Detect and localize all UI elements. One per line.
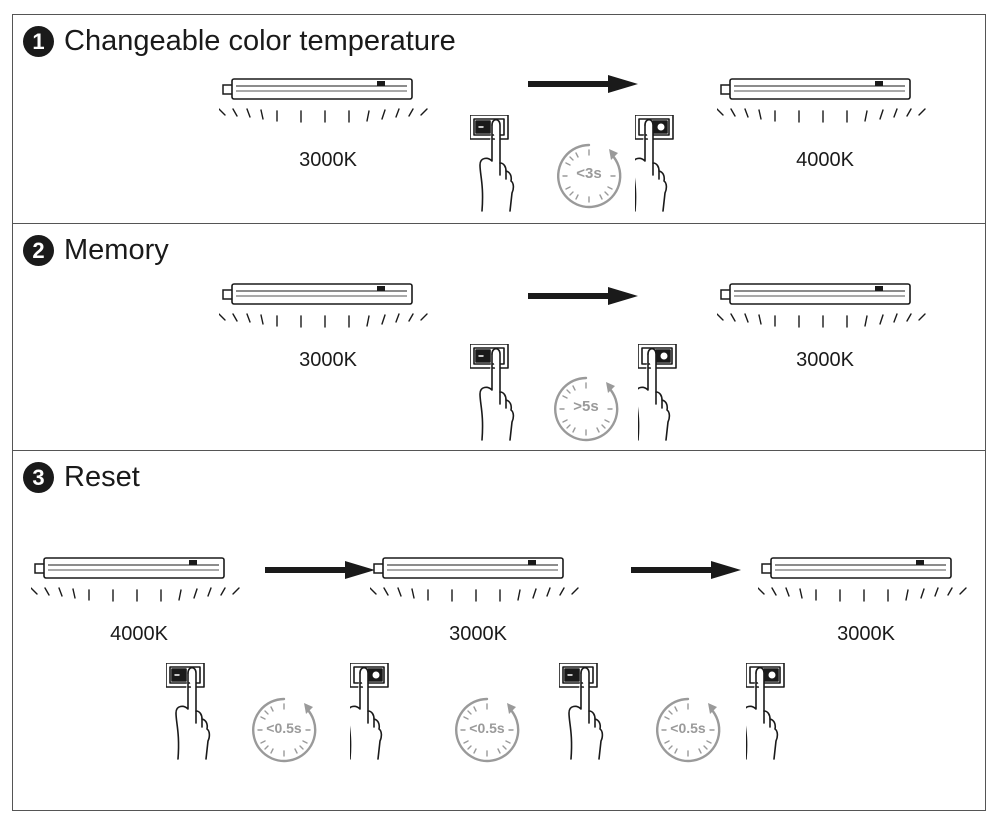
section-title: Reset xyxy=(64,461,140,493)
timer-duration-label: <0.5s xyxy=(266,720,302,736)
color-temp-label: 4000K xyxy=(110,623,168,645)
light-bar-icon xyxy=(219,283,428,328)
section-heading: 3 Reset xyxy=(23,461,140,494)
hand-press-switch-icon xyxy=(166,663,211,760)
light-bar-icon xyxy=(717,78,926,123)
light-bar-icon xyxy=(370,557,579,602)
section-memory: 2 Memory 3000K 3000K >5s xyxy=(12,223,986,451)
step-number-badge: 3 xyxy=(23,462,54,493)
color-temp-label: 3000K xyxy=(299,149,357,171)
section-title: Changeable color temperature xyxy=(64,25,456,57)
hand-press-switch-icon xyxy=(635,115,674,212)
arrow-right-icon xyxy=(528,75,638,93)
arrow-right-icon xyxy=(265,561,375,579)
timer-duration-label: <3s xyxy=(576,165,602,182)
hand-press-switch-icon xyxy=(470,344,515,441)
light-bar-icon xyxy=(717,283,926,328)
light-bar-icon xyxy=(219,78,428,123)
arrow-right-icon xyxy=(631,561,741,579)
timer-duration-label: <0.5s xyxy=(670,720,706,736)
hand-press-switch-icon xyxy=(638,344,677,441)
light-bar-icon xyxy=(758,557,967,602)
hand-press-switch-icon xyxy=(746,663,785,760)
section-title: Memory xyxy=(64,234,169,266)
color-temp-label: 4000K xyxy=(796,149,854,171)
step-number-badge: 1 xyxy=(23,26,54,57)
hand-press-switch-icon xyxy=(559,663,604,760)
section-reset: 3 Reset 4000K 3000K 3000K <0.5s <0.5s <0… xyxy=(12,450,986,811)
arrow-right-icon xyxy=(528,287,638,305)
hand-press-switch-icon xyxy=(470,115,515,212)
step-number-badge: 2 xyxy=(23,235,54,266)
hand-press-switch-icon xyxy=(350,663,389,760)
color-temp-label: 3000K xyxy=(837,623,895,645)
section-heading: 1 Changeable color temperature xyxy=(23,25,456,58)
section-changeable-color-temperature: 1 Changeable color temperature 3000K 400… xyxy=(12,14,986,224)
color-temp-label: 3000K xyxy=(299,349,357,371)
section-heading: 2 Memory xyxy=(23,234,169,267)
color-temp-label: 3000K xyxy=(796,349,854,371)
timer-duration-label: >5s xyxy=(573,398,599,415)
color-temp-label: 3000K xyxy=(449,623,507,645)
light-bar-icon xyxy=(31,557,240,602)
timer-duration-label: <0.5s xyxy=(469,720,505,736)
